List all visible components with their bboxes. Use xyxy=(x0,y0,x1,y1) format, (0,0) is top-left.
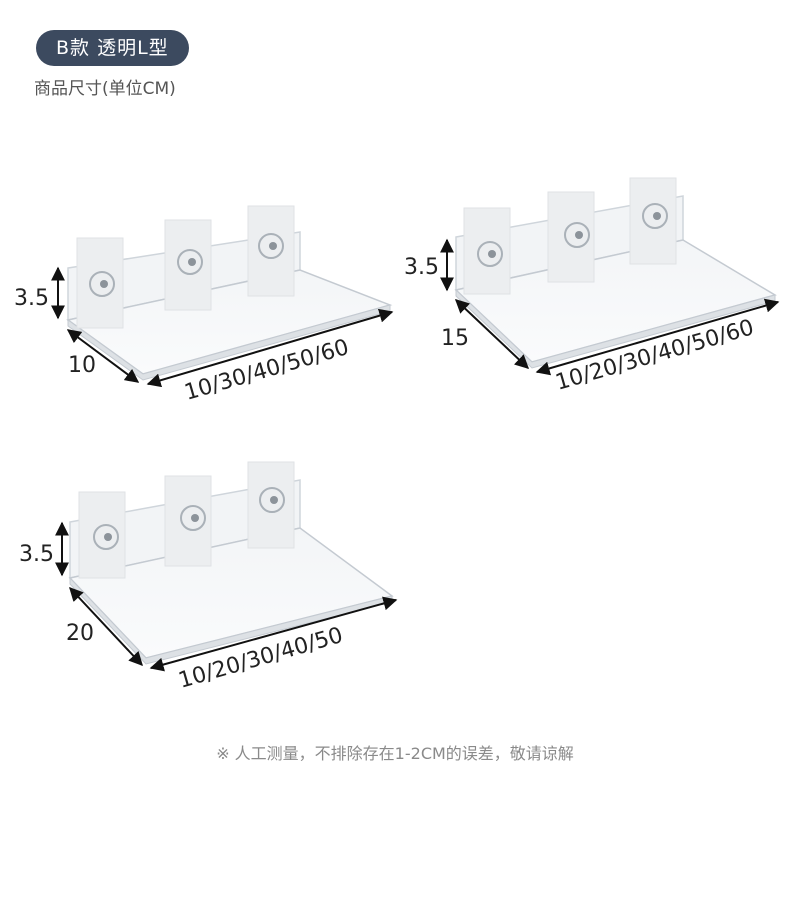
shelf-3: 3.5 20 10/20/30/40/50 xyxy=(19,461,398,694)
measurement-disclaimer: ※ 人工测量，不排除存在1-2CM的误差，敬请谅解 xyxy=(216,744,574,763)
shelf-3-height-label: 3.5 xyxy=(19,542,54,567)
variant-badge: B款 透明L型 xyxy=(36,30,189,66)
shelf-3-depth-label: 20 xyxy=(66,621,94,646)
shelf-1-height-label: 3.5 xyxy=(14,286,49,311)
shelf-2: 3.5 15 10/20/30/40/50/60 xyxy=(404,177,780,396)
shelf-1-depth-label: 10 xyxy=(68,353,96,378)
shelf-2-depth-label: 15 xyxy=(441,326,469,351)
shelf-2-height-label: 3.5 xyxy=(404,255,439,280)
size-unit-caption: 商品尺寸(单位CM) xyxy=(34,79,176,99)
shelf-1: 3.5 10 10/30/40/50/60 xyxy=(14,205,394,406)
